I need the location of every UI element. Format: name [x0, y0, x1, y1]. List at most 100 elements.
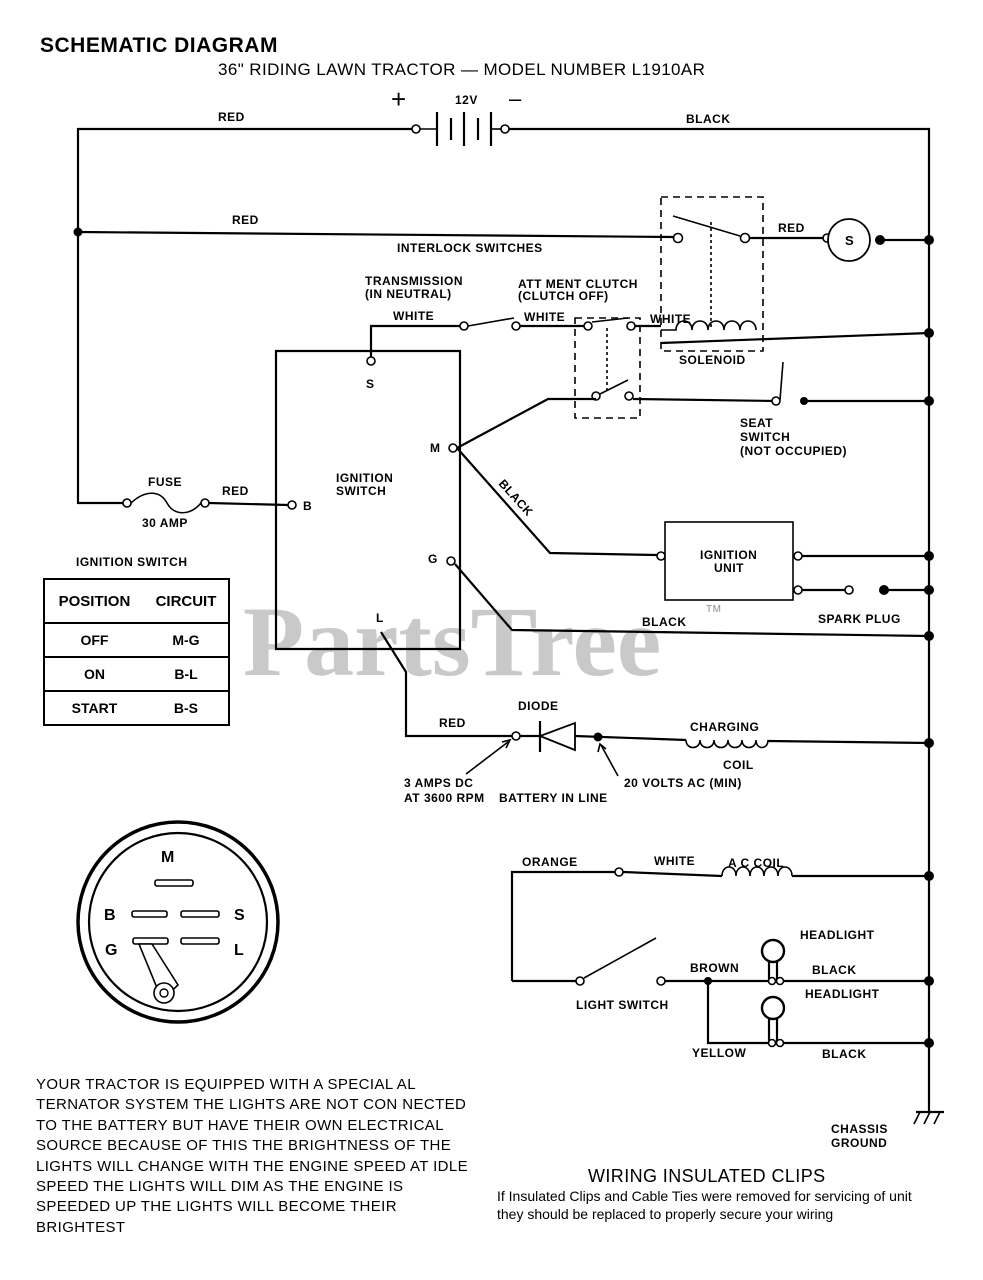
table-cell-circuit: M-G — [143, 622, 229, 658]
label-30-amp: 30 AMP — [142, 516, 188, 530]
solenoid-box — [660, 196, 764, 352]
label-clutch-off: (CLUTCH OFF) — [518, 289, 609, 303]
label-interlock-switches: INTERLOCK SWITCHES — [397, 241, 543, 255]
label-chassis: CHASSIS — [831, 1122, 888, 1136]
yellow-wire — [706, 981, 772, 1045]
label-red-top: RED — [218, 110, 245, 124]
label-orange: ORANGE — [522, 855, 578, 869]
terminal-s-label: S — [366, 377, 375, 391]
label-red-interlock: RED — [232, 213, 259, 227]
label-fuse: FUSE — [148, 475, 182, 489]
ignition-switch-face — [76, 820, 280, 1024]
label-in-neutral: (IN NEUTRAL) — [365, 287, 452, 301]
chassis-ground-icon — [913, 1110, 944, 1125]
attachment-clutch-box — [574, 317, 641, 419]
table-header-position: POSITION — [44, 578, 144, 624]
label-red-starter: RED — [778, 221, 805, 235]
switch-face-s: S — [234, 907, 245, 924]
label-ac-coil: A C COIL — [728, 856, 784, 870]
label-red-fuse: RED — [222, 484, 249, 498]
switch-face-b: B — [104, 907, 116, 924]
transmission-switch — [467, 317, 515, 327]
headlight-1 — [760, 938, 786, 986]
diode-symbol — [537, 721, 576, 752]
terminal-g-label: G — [428, 552, 438, 566]
label-headlight-2: HEADLIGHT — [805, 987, 880, 1001]
label-battery-in-line: BATTERY IN LINE — [499, 791, 608, 805]
switch-face-g: G — [105, 942, 118, 959]
page-subtitle: 36" RIDING LAWN TRACTOR — MODEL NUMBER L… — [218, 60, 706, 79]
label-at-3600-rpm: AT 3600 RPM — [404, 791, 485, 805]
label-solenoid: SOLENOID — [679, 353, 746, 367]
ignition-switch-table: POSITION CIRCUIT OFF M-G ON B-L START B-… — [43, 578, 230, 726]
label-ignition-unit-2: UNIT — [714, 561, 744, 575]
orange-wire — [510, 870, 615, 981]
table-header-circuit: CIRCUIT — [143, 578, 229, 624]
page-title: SCHEMATIC DIAGRAM — [40, 34, 278, 57]
label-starter-s: S — [845, 233, 854, 248]
label-black-g: BLACK — [642, 615, 687, 629]
label-black-headlight-1: BLACK — [812, 963, 857, 977]
table-cell-circuit: B-S — [143, 690, 229, 726]
alternator-note: YOUR TRACTOR IS EQUIPPED WITH A SPECIAL … — [36, 1076, 469, 1236]
label-3-amps-dc: 3 AMPS DC — [404, 776, 473, 790]
label-brown: BROWN — [690, 961, 739, 975]
label-yellow: YELLOW — [692, 1046, 747, 1060]
table-row: OFF M-G — [44, 622, 229, 658]
battery-voltage: 12V — [455, 93, 478, 107]
ignition-switch-heading: IGNITION SWITCH — [76, 555, 188, 569]
battery-minus-sign: – — [509, 86, 522, 111]
label-light-switch: LIGHT SWITCH — [576, 998, 669, 1012]
label-ground: GROUND — [831, 1136, 887, 1150]
label-ignition-switch-1: IGNITION — [336, 471, 393, 485]
table-cell-position: START — [44, 690, 144, 726]
label-ignition-unit-1: IGNITION — [700, 548, 757, 562]
label-headlight-1: HEADLIGHT — [800, 928, 875, 942]
black-wire-ground-bus — [509, 127, 931, 1112]
terminal-m-label: M — [430, 441, 441, 455]
label-20-volts-ac: 20 VOLTS AC (MIN) — [624, 776, 742, 790]
wiring-clips-title: WIRING INSULATED CLIPS — [588, 1166, 826, 1186]
label-diode: DIODE — [518, 699, 559, 713]
label-spark-plug: SPARK PLUG — [818, 612, 901, 626]
terminal-l-label: L — [376, 611, 384, 625]
black-wire-m-to-ignition-unit — [456, 447, 658, 557]
solenoid-coil — [661, 320, 757, 331]
switch-face-l: L — [234, 942, 244, 959]
label-attachment-clutch: ATT MENT CLUTCH — [518, 277, 638, 291]
label-red-diode: RED — [439, 716, 466, 730]
battery-symbol — [411, 112, 510, 146]
ac-coil — [721, 866, 793, 877]
table-row: ON B-L — [44, 656, 229, 692]
table-header-row: POSITION CIRCUIT — [44, 578, 229, 624]
ignition-switch-box — [274, 349, 462, 651]
terminal-b-label: B — [303, 499, 312, 513]
table-cell-position: OFF — [44, 622, 144, 658]
wire-m-to-clutch — [456, 397, 596, 449]
label-not-occupied: (NOT OCCUPIED) — [740, 444, 847, 458]
label-black-top: BLACK — [686, 112, 731, 126]
table-cell-position: ON — [44, 656, 144, 692]
label-ignition-switch-2: SWITCH — [336, 484, 386, 498]
label-seat: SEAT — [740, 416, 773, 430]
label-white-2: WHITE — [524, 310, 565, 324]
label-white-3: WHITE — [650, 312, 691, 326]
watermark: PartsTree — [243, 586, 661, 697]
red-wire-l-to-diode — [380, 631, 512, 738]
label-coil: COIL — [723, 758, 754, 772]
wiring-clips-text: If Insulated Clips and Cable Ties were r… — [497, 1188, 912, 1222]
label-black-headlight-2: BLACK — [822, 1047, 867, 1061]
battery-plus-sign: + — [391, 84, 406, 114]
fuse-symbol — [130, 492, 202, 514]
ignition-unit — [664, 521, 794, 601]
light-switch — [583, 937, 657, 979]
label-white-1: WHITE — [393, 309, 434, 323]
label-charging: CHARGING — [690, 720, 759, 734]
label-transmission: TRANSMISSION — [365, 274, 463, 288]
label-white-ac: WHITE — [654, 854, 695, 868]
red-wire-battery — [76, 127, 412, 505]
label-seat-switch: SWITCH — [740, 430, 790, 444]
black-wire-g-ground — [454, 563, 930, 638]
table-row: START B-S — [44, 690, 229, 726]
